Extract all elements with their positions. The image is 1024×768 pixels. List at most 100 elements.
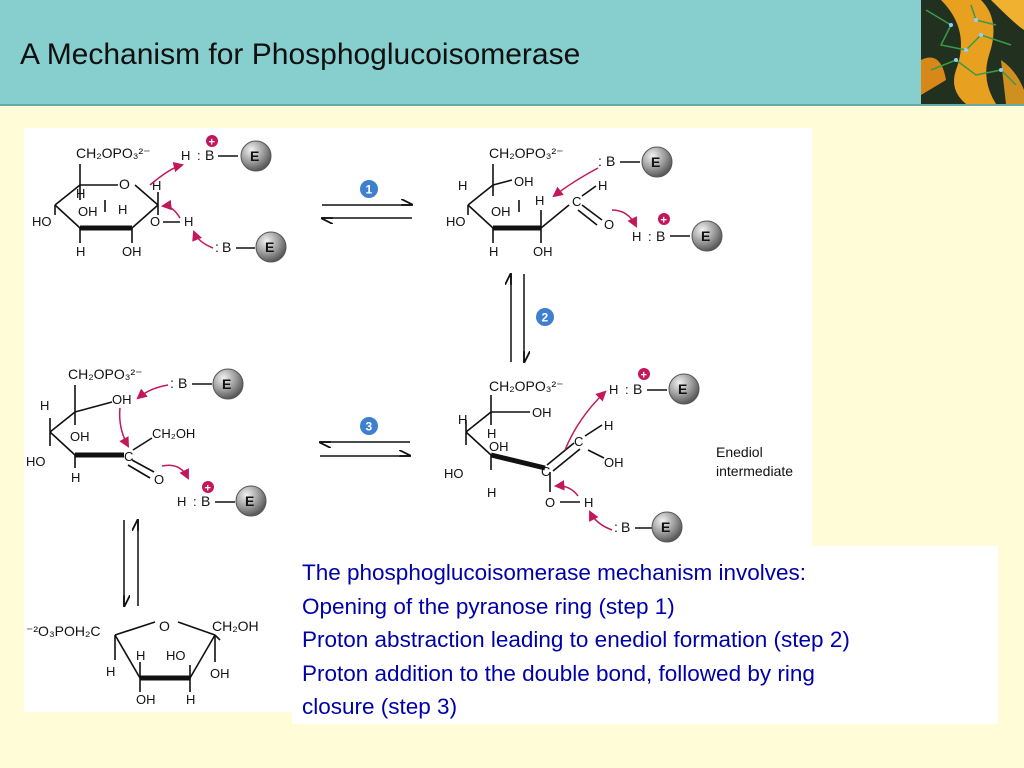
step-1-badge: [360, 180, 378, 198]
svg-text:OH: OH: [532, 405, 552, 420]
svg-text:H: H: [118, 202, 127, 217]
svg-text::: :: [625, 382, 629, 397]
enzyme-ball-icon: [641, 146, 673, 178]
svg-text:E: E: [651, 154, 660, 170]
step-2-badge: [536, 308, 554, 326]
svg-text:C: C: [541, 464, 550, 479]
svg-text:H: H: [604, 418, 613, 433]
svg-text:HO: HO: [26, 454, 46, 469]
enzyme-ball-icon: [240, 140, 272, 172]
svg-text::: :: [193, 494, 197, 509]
svg-text:H: H: [535, 193, 544, 208]
svg-text:H: H: [76, 186, 85, 201]
svg-text:B: B: [205, 147, 214, 163]
svg-text:B: B: [222, 239, 231, 255]
svg-text:H: H: [458, 178, 467, 193]
svg-text:OH: OH: [112, 392, 132, 407]
svg-text:1: 1: [366, 183, 373, 197]
caption-line-5: closure (step 3): [302, 694, 458, 719]
page-title: A Mechanism for Phosphoglucoisomerase: [20, 38, 581, 71]
svg-text:E: E: [222, 376, 231, 392]
svg-text:H: H: [106, 664, 115, 679]
svg-text:H: H: [76, 244, 85, 259]
svg-text:O: O: [154, 472, 164, 487]
svg-text::: :: [614, 519, 618, 535]
glucose-6-phosphate-ring: CH₂OPO₃²⁻ O H HO OH H H O H H OH: [32, 145, 193, 259]
svg-text::: :: [648, 229, 652, 244]
enzyme-ball-icon: [212, 368, 244, 400]
enediol-intermediate: CH₂OPO₃²⁻ OH H H HO OH C C H OH H O H: [444, 378, 624, 510]
svg-text:CH₂OH: CH₂OH: [152, 426, 195, 441]
svg-text:+: +: [641, 370, 647, 382]
header-divider: [0, 104, 1024, 106]
svg-text:H: H: [181, 148, 190, 163]
caption-box: The phosphoglucoisomerase mechanism invo…: [292, 546, 998, 724]
svg-text:O: O: [150, 214, 160, 229]
svg-text:CH₂OH: CH₂OH: [212, 618, 259, 634]
svg-text:H: H: [487, 485, 496, 500]
svg-text:B: B: [656, 228, 665, 244]
svg-text::: :: [170, 375, 174, 391]
svg-text:H: H: [584, 495, 593, 510]
open-chain-glucose: CH₂OPO₃²⁻ OH H HO OH H C H O H OH: [446, 145, 614, 259]
svg-text:E: E: [701, 228, 710, 244]
svg-text:E: E: [678, 381, 687, 397]
mechanism-svg: CH₂OPO₃²⁻ O H HO OH H H O H H OH H : B E…: [26, 135, 793, 707]
intermediate-label: intermediate: [716, 463, 793, 479]
svg-text:OH: OH: [122, 244, 142, 259]
caption-line-2: Opening of the pyranose ring (step 1): [302, 593, 675, 619]
svg-text:H: H: [177, 494, 186, 509]
svg-text:3: 3: [366, 420, 373, 434]
svg-text:OH: OH: [136, 692, 156, 707]
svg-text:H: H: [598, 178, 607, 193]
svg-text:E: E: [265, 239, 274, 255]
svg-text:H: H: [458, 412, 467, 427]
enzyme-ball-icon: [255, 231, 287, 263]
svg-text:OH: OH: [70, 429, 90, 444]
svg-text:B: B: [178, 375, 187, 391]
svg-text:H: H: [71, 470, 80, 485]
svg-text::: :: [197, 148, 201, 163]
svg-text:OH: OH: [514, 174, 534, 189]
svg-text:H: H: [186, 692, 195, 707]
corner-decorative-image: [921, 0, 1024, 104]
svg-text:H: H: [40, 398, 49, 413]
svg-text:H: H: [487, 426, 496, 441]
svg-text:C: C: [124, 449, 133, 464]
svg-text:HO: HO: [446, 214, 466, 229]
svg-text:C: C: [574, 434, 583, 449]
svg-text:CH₂OPO₃²⁻: CH₂OPO₃²⁻: [489, 378, 564, 394]
svg-text:HO: HO: [444, 466, 464, 481]
svg-text::: :: [598, 153, 602, 169]
svg-text:B: B: [201, 493, 210, 509]
svg-text:+: +: [209, 137, 215, 149]
svg-text:OH: OH: [491, 204, 511, 219]
svg-text:B: B: [621, 519, 630, 535]
caption-line-3: Proton abstraction leading to enediol fo…: [302, 627, 850, 652]
svg-text:+: +: [661, 215, 667, 227]
svg-text:E: E: [250, 148, 259, 164]
svg-text:HO: HO: [166, 648, 186, 663]
step-3-badge: [360, 417, 378, 435]
svg-text:+: +: [205, 483, 211, 495]
svg-text:OH: OH: [489, 439, 509, 454]
svg-text:HO: HO: [32, 214, 52, 229]
caption-line-4: Proton addition to the double bond, foll…: [302, 660, 815, 686]
svg-text:H: H: [152, 178, 161, 193]
svg-text:OH: OH: [604, 455, 624, 470]
header-bar: [0, 0, 1024, 104]
svg-text:H: H: [632, 229, 641, 244]
enzyme-ball-icon: [691, 220, 723, 252]
svg-text:B: B: [633, 381, 642, 397]
svg-text:O: O: [604, 217, 614, 232]
svg-text:OH: OH: [533, 244, 553, 259]
svg-text::: :: [215, 239, 219, 255]
svg-text:E: E: [245, 493, 254, 509]
enzyme-ball-icon: [235, 485, 267, 517]
svg-text:CH₂OPO₃²⁻: CH₂OPO₃²⁻: [489, 145, 564, 161]
svg-text:H: H: [489, 244, 498, 259]
ch2opo3-label: CH₂OPO₃²⁻: [76, 145, 151, 161]
svg-text:OH: OH: [210, 666, 230, 681]
svg-text:O: O: [159, 618, 170, 634]
svg-text:H: H: [609, 382, 618, 397]
